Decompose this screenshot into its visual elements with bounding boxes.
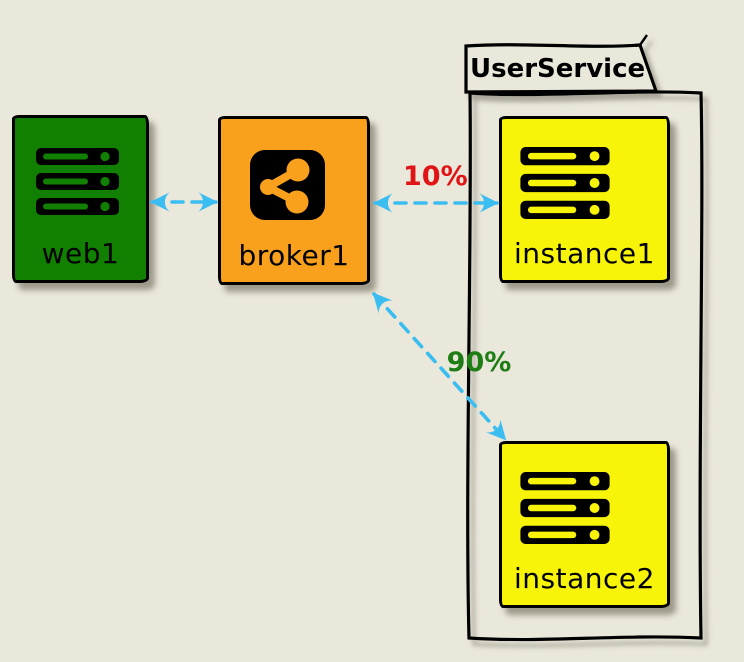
node-web1: web1 xyxy=(12,115,149,283)
share-nodes-icon xyxy=(250,150,325,220)
group-tab-notch xyxy=(639,34,648,46)
server-stack-icon xyxy=(36,148,119,215)
node-instance2: instance2 xyxy=(499,441,670,608)
node-label-broker1: broker1 xyxy=(238,239,350,272)
edge-label-90pct: 90% xyxy=(446,347,512,378)
server-stack-icon xyxy=(520,472,610,544)
node-label-instance2: instance2 xyxy=(514,562,655,595)
group-label: UserService xyxy=(470,54,646,84)
node-label-instance1: instance1 xyxy=(514,237,655,270)
node-instance1: instance1 xyxy=(499,116,670,283)
node-label-web1: web1 xyxy=(41,237,120,270)
server-stack-icon xyxy=(520,147,610,219)
node-broker1: broker1 xyxy=(218,116,370,285)
edge-label-10pct: 10% xyxy=(403,161,468,192)
